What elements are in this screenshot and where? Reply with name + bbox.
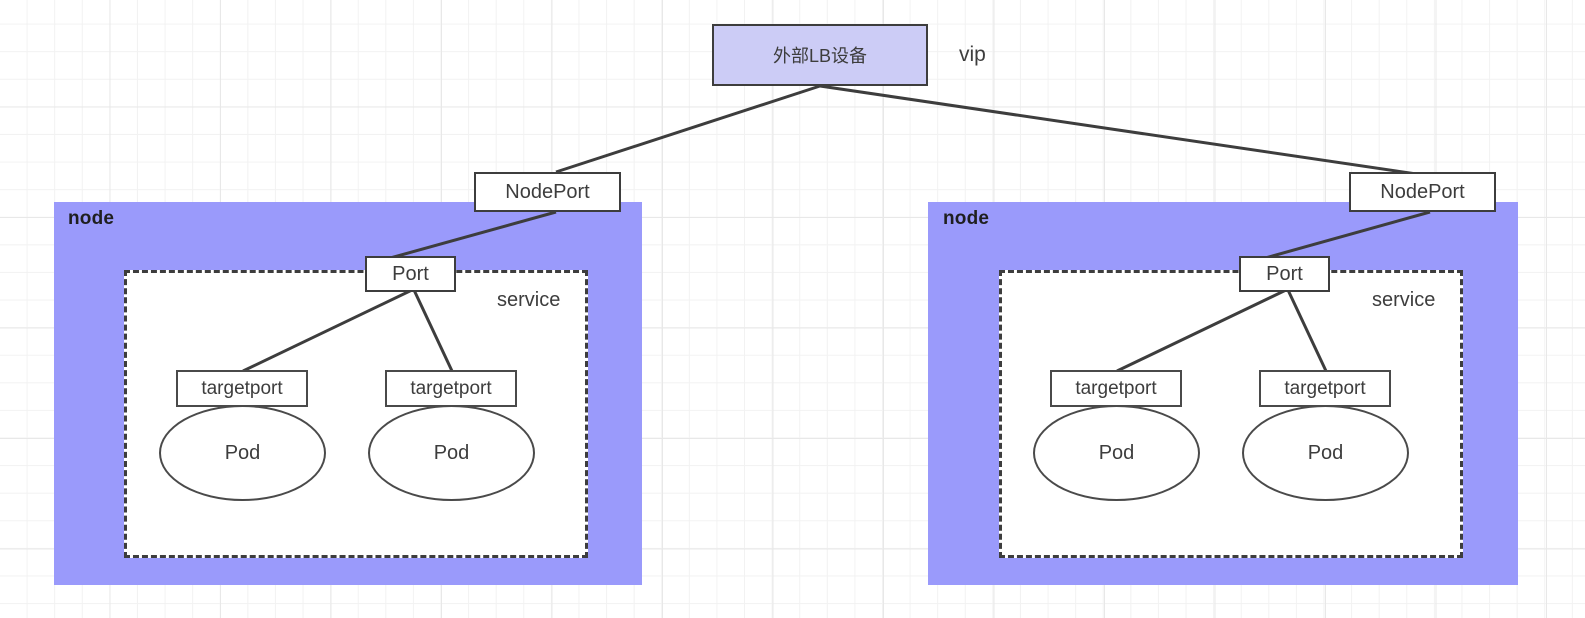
pod-right-2[interactable]: Pod <box>1242 405 1409 501</box>
port-box-left[interactable]: Port <box>365 256 456 292</box>
targetport-box-left-1[interactable]: targetport <box>176 370 308 407</box>
targetport-box-left-2[interactable]: targetport <box>385 370 517 407</box>
targetport-box-right-2[interactable]: targetport <box>1259 370 1391 407</box>
service-label-left: service <box>497 289 561 311</box>
external-lb-box[interactable]: 外部LB设备 <box>712 24 928 86</box>
nodeport-box-left[interactable]: NodePort <box>474 172 621 212</box>
edge-lb-to-nodeport-right <box>819 84 1431 178</box>
service-label-right: service <box>1372 289 1436 311</box>
node-label-right: node <box>943 208 990 229</box>
node-label-left: node <box>68 208 115 229</box>
edge-lb-to-nodeport-left <box>555 84 821 174</box>
vip-label: vip <box>959 43 986 66</box>
pod-left-1[interactable]: Pod <box>159 405 326 501</box>
pod-left-2[interactable]: Pod <box>368 405 535 501</box>
nodeport-box-right[interactable]: NodePort <box>1349 172 1496 212</box>
pod-right-1[interactable]: Pod <box>1033 405 1200 501</box>
targetport-box-right-1[interactable]: targetport <box>1050 370 1182 407</box>
port-box-right[interactable]: Port <box>1239 256 1330 292</box>
